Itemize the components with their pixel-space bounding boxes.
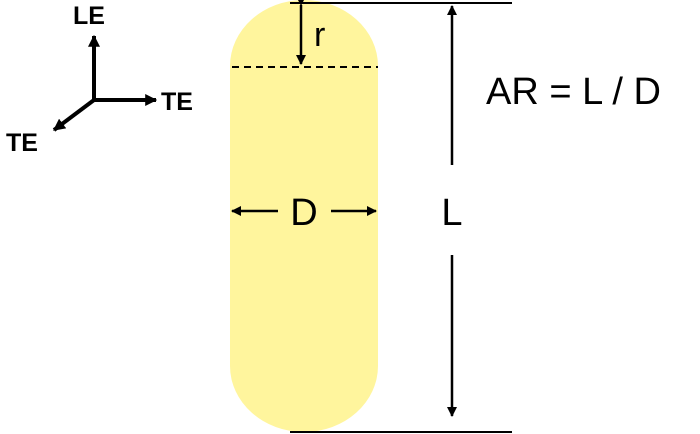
aspect-ratio-formula: AR = L / D (486, 71, 661, 113)
orientation-axes: LE TE TE (6, 2, 193, 157)
le-axis-label: LE (73, 2, 105, 30)
diameter-label: D (290, 192, 317, 234)
te-diagonal-axis-arrow (52, 98, 96, 132)
te-diagonal-axis-label: TE (6, 129, 38, 157)
capsule-shape (230, 0, 378, 432)
length-label: L (441, 192, 462, 234)
radius-label: r (314, 16, 325, 54)
te-right-axis-label: TE (161, 88, 193, 116)
